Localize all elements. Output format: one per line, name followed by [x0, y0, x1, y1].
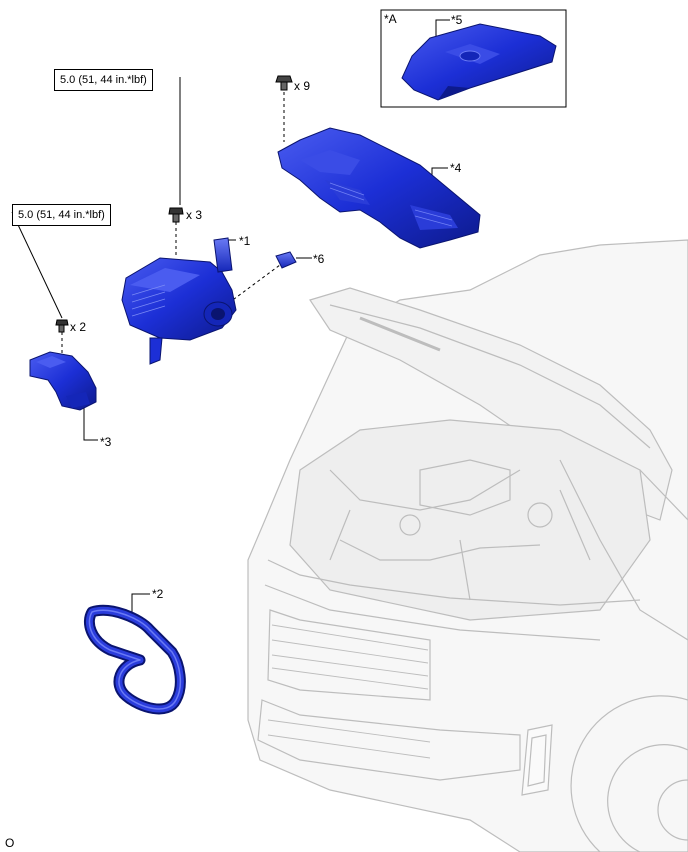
vehicle-illustration	[247, 239, 688, 852]
torque-spec-lower: 5.0 (51, 44 in.*lbf)	[12, 204, 111, 226]
bolt-fastener-upper	[168, 207, 184, 223]
part-3-label: *3	[100, 435, 112, 449]
connector-part	[275, 251, 297, 269]
part-1-label: *1	[239, 234, 251, 248]
torque-spec-upper: 5.0 (51, 44 in.*lbf)	[54, 69, 153, 91]
part-5-label: *5	[451, 13, 463, 27]
bolt-count-lower-label: x 2	[70, 320, 87, 334]
part-4-label: *4	[450, 161, 462, 175]
part-6-label: *6	[313, 252, 325, 266]
drive-belt-part	[83, 604, 186, 715]
air-cleaner-part	[121, 237, 237, 365]
bolt-count-upper-label: x 3	[186, 208, 203, 222]
bolt-fastener-lower	[55, 319, 69, 333]
inset-a-label: *A	[384, 12, 397, 26]
radiator-cover-part	[277, 127, 481, 249]
inlet-duct-part	[29, 351, 97, 411]
footer-code: O	[5, 836, 15, 850]
clip-fastener	[275, 75, 293, 91]
inset-frame	[380, 9, 567, 108]
part-2-label: *2	[152, 587, 164, 601]
clip-count-label: x 9	[294, 79, 311, 93]
engine-cover-part	[401, 23, 557, 101]
